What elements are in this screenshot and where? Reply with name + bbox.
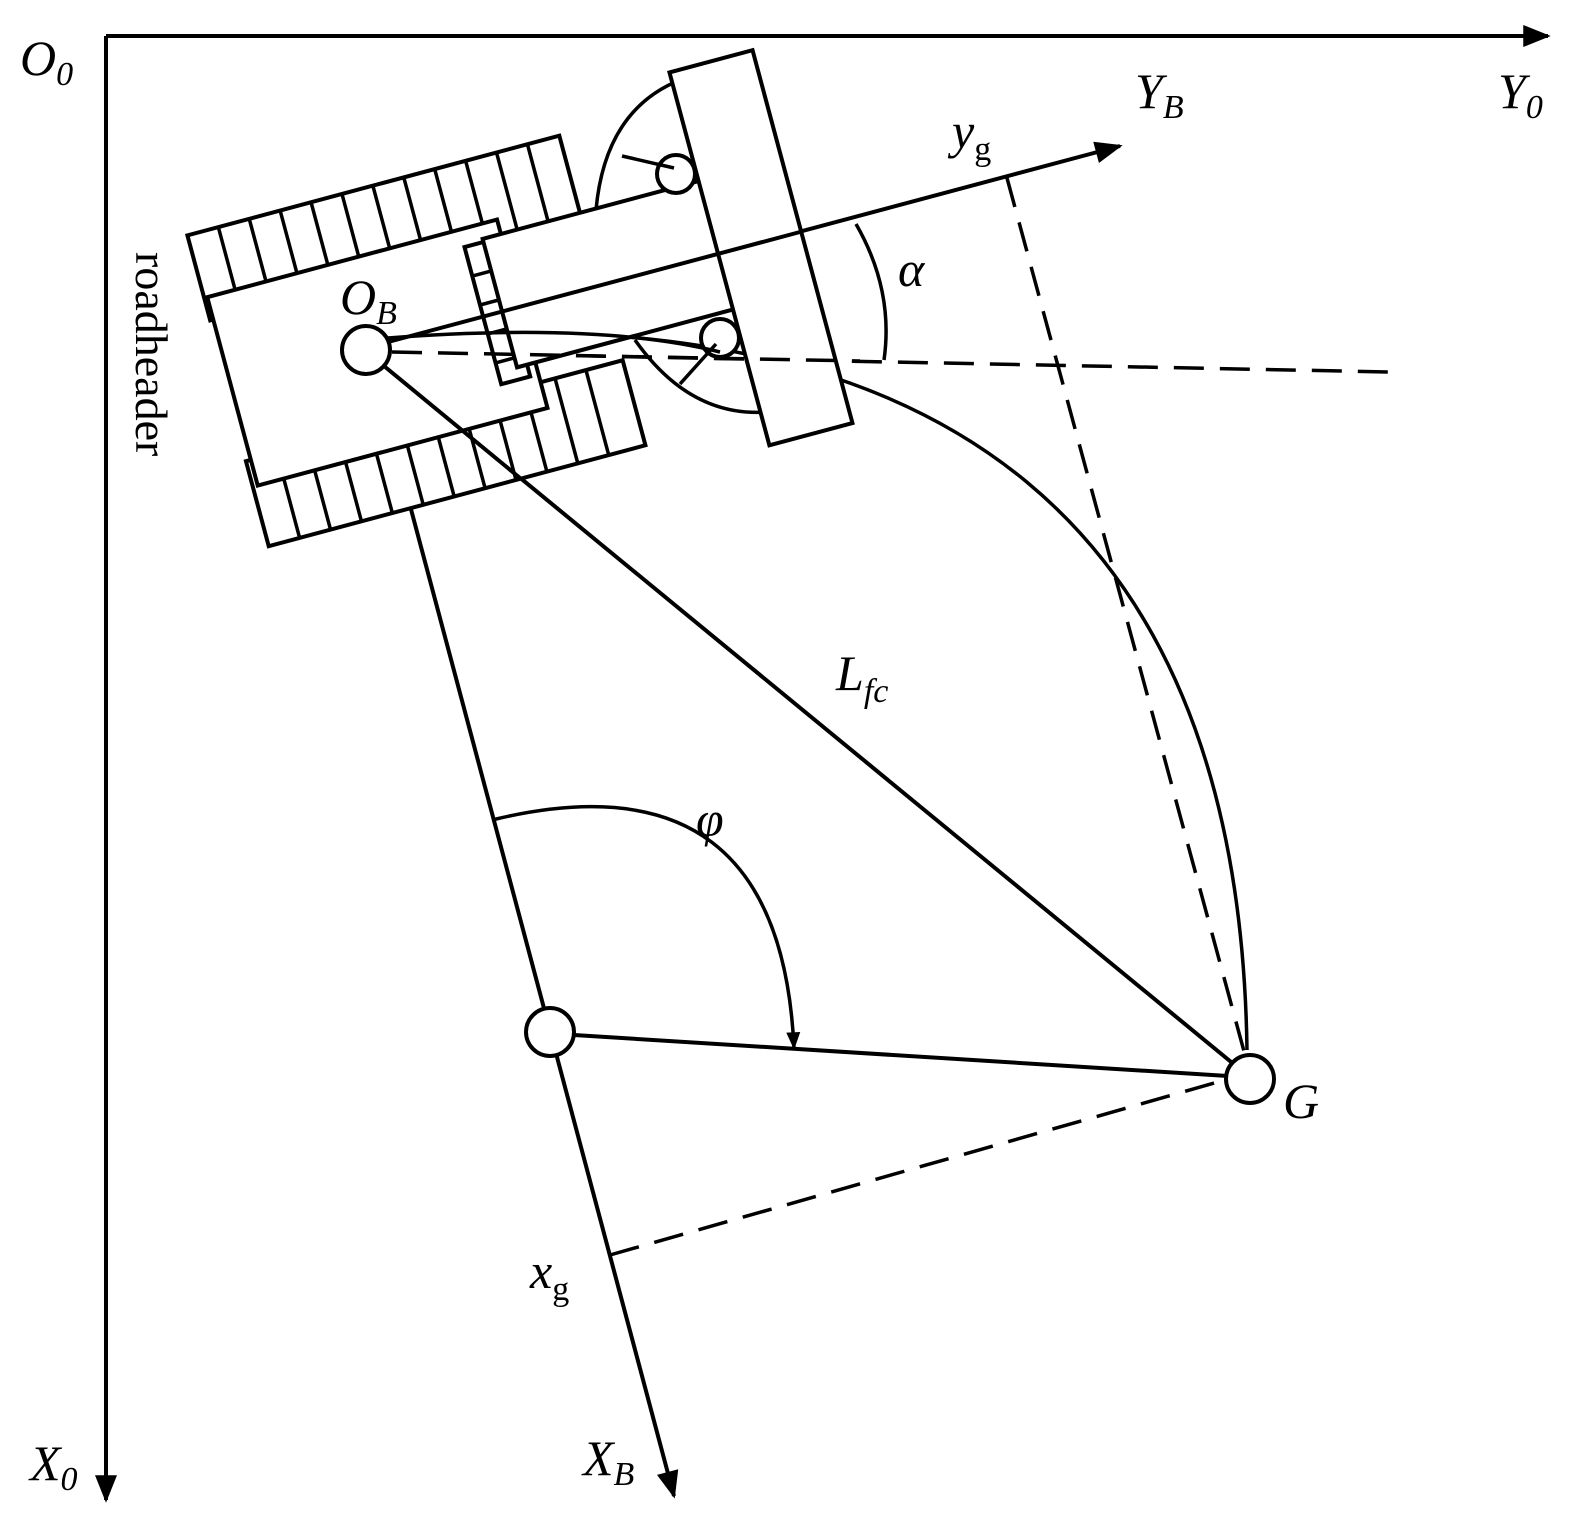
label-xg: xg xyxy=(529,1243,569,1308)
origin-ob-node xyxy=(340,324,392,376)
label-alpha: α xyxy=(898,241,926,297)
lfc-line xyxy=(382,364,1238,1068)
label-x0: X0 xyxy=(28,1435,78,1498)
pivot-node xyxy=(524,1006,576,1058)
label-o0: O0 xyxy=(20,30,73,93)
xg-projection-dashed xyxy=(609,1076,1233,1257)
label-yg: yg xyxy=(947,103,991,168)
cutting-head xyxy=(667,47,855,448)
roadheader xyxy=(184,47,855,549)
xb-axis xyxy=(374,377,679,1499)
alpha-arc xyxy=(854,223,888,361)
label-y0: Y0 xyxy=(1498,63,1543,126)
cutter-pivot-upper xyxy=(655,153,697,195)
label-roadheader: roadheader xyxy=(126,252,177,456)
label-yb: YB xyxy=(1135,63,1184,126)
label-xb: XB xyxy=(581,1430,635,1493)
yg-projection-dashed xyxy=(1005,177,1247,1056)
arm-line xyxy=(573,1033,1229,1078)
target-g-node xyxy=(1224,1053,1276,1105)
cutter-sweep-upper xyxy=(594,78,681,211)
label-ob: OB xyxy=(340,269,397,332)
label-lfc: Lfc xyxy=(835,645,888,710)
cutter-pointer-upper xyxy=(621,154,675,170)
phi-arc xyxy=(491,805,801,1050)
label-g: G xyxy=(1283,1073,1319,1129)
label-phi: φ xyxy=(696,791,724,847)
